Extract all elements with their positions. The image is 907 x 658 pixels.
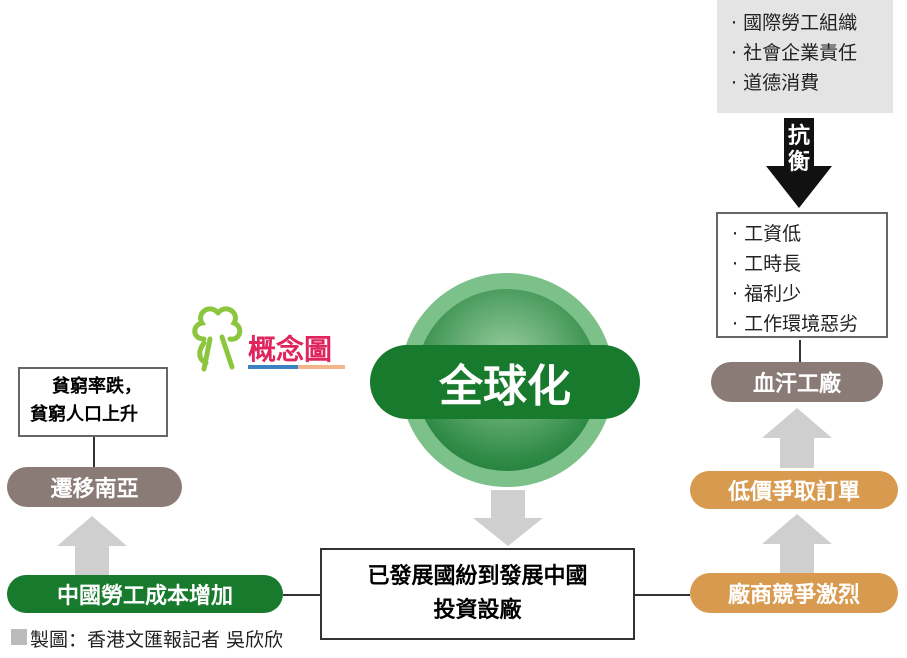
credit: 製圖：香港文匯報記者 吳欣欣 — [30, 629, 284, 651]
sweatshop-node: 血汗工廠 — [711, 362, 883, 402]
item-text: 工資低 — [744, 223, 802, 245]
conditions-box: · 工資低 · 工時長 · 福利少 · 工作環境惡劣 — [716, 212, 888, 338]
investment-box: 已發展國紛到發展中國 投資設廠 — [320, 548, 635, 640]
logo-underline — [298, 365, 345, 369]
globalization-banner: 全球化 — [370, 345, 640, 419]
connector — [635, 594, 690, 596]
box-line: 已發展國紛到發展中國 — [367, 564, 588, 589]
cost-node: 中國勞工成本增加 — [7, 575, 283, 613]
item-text: 道德消費 — [743, 72, 820, 94]
up-arrow-icon — [57, 516, 127, 576]
list-item: · 福利少 — [732, 283, 802, 305]
list-item: · 工時長 — [732, 253, 802, 275]
item-text: 國際勞工組織 — [743, 12, 858, 34]
list-item: · 工作環境惡劣 — [732, 313, 859, 335]
list-item: · 社會企業責任 — [731, 42, 858, 64]
item-text: 工作環境惡劣 — [744, 313, 859, 335]
box-line: 貧窮人口上升 — [30, 404, 138, 425]
up-arrow-icon — [762, 408, 832, 468]
item-text: 工時長 — [744, 253, 802, 275]
connector — [283, 594, 320, 596]
tree-logo-icon — [192, 306, 243, 372]
list-item: · 道德消費 — [731, 72, 820, 94]
logo-title: 概念圖 — [248, 333, 333, 366]
down-arrow-black-icon — [766, 118, 832, 208]
move-node: 遷移南亞 — [7, 467, 182, 507]
arrow-label: 抗衡 — [787, 124, 810, 175]
competition-node: 廠商競爭激烈 — [690, 573, 898, 613]
list-item: · 工資低 — [732, 223, 802, 245]
item-text: 福利少 — [744, 283, 802, 305]
connector — [93, 437, 95, 467]
credit-icon — [11, 629, 27, 645]
low-price-node: 低價爭取訂單 — [690, 471, 898, 509]
counter-forces-box: · 國際勞工組織 · 社會企業責任 · 道德消費 — [717, 0, 893, 113]
box-line: 投資設廠 — [433, 598, 522, 623]
down-arrow-icon — [473, 490, 543, 546]
logo-underline — [248, 365, 298, 369]
list-item: · 國際勞工組織 — [731, 12, 858, 34]
poverty-box: 貧窮率跌， 貧窮人口上升 — [18, 367, 168, 437]
connector — [799, 340, 801, 362]
box-line: 貧窮率跌， — [52, 376, 142, 397]
item-text: 社會企業責任 — [743, 42, 858, 64]
up-arrow-icon — [762, 514, 832, 574]
